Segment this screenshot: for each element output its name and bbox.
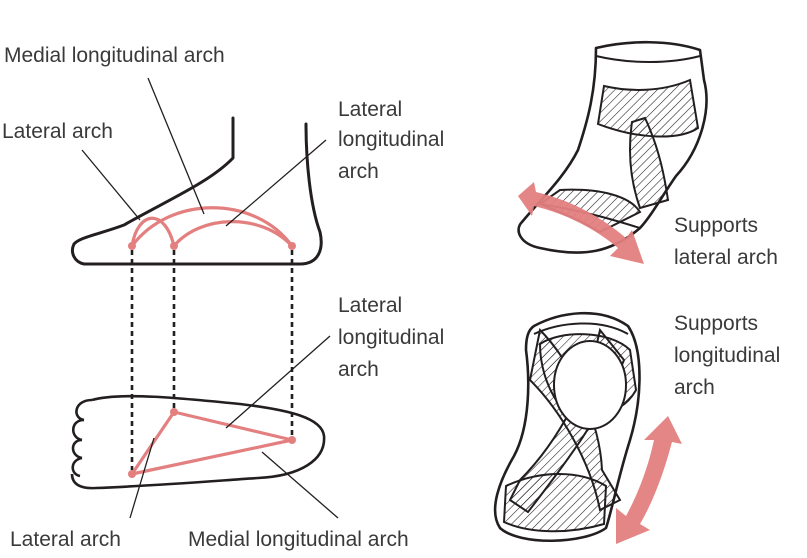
toe-2 [71, 418, 85, 442]
dotted-connectors [130, 250, 294, 470]
label-sole-lateral-arch: Lateral arch [10, 528, 121, 551]
foot-side-outline [70, 116, 323, 266]
foot-sole-view [70, 394, 326, 490]
label-sole-lateral-longitudinal-1: Lateral [338, 294, 402, 317]
side-medial-arch-curve [130, 206, 294, 248]
sock-sole-heel-window [553, 340, 627, 430]
sock-side-cuff-line [595, 55, 701, 63]
sock-side-hatch-band [629, 116, 670, 210]
label-sole-lateral-longitudinal-3: arch [338, 358, 379, 381]
label-sole-lateral-longitudinal-2: longitudinal [338, 326, 444, 349]
label-sock-top-supports-2: lateral arch [674, 246, 778, 269]
sock-top-double-arrow [518, 182, 644, 264]
label-sock-bottom-supports-1: Supports [674, 312, 758, 335]
label-sock-bottom-supports-3: arch [674, 376, 715, 399]
sock-sole-cuff-line [533, 322, 629, 335]
leader-lines [81, 77, 339, 519]
sole-arch-points [128, 408, 296, 478]
label-sock-bottom-supports-2: longitudinal [674, 344, 780, 367]
sole-arches [130, 410, 294, 476]
label-side-lateral-longitudinal-1: Lateral [338, 98, 402, 121]
sock-sole-view [493, 311, 641, 543]
sock-sole-toe-hatch [502, 473, 608, 533]
side-arch-points [128, 242, 296, 250]
sock-side-outline [517, 40, 708, 254]
foot-side-view [70, 116, 323, 266]
toe-4 [71, 456, 83, 478]
sock-bottom-double-arrow [616, 416, 682, 544]
labels: Medial longitudinal arch Lateral arch La… [2, 44, 780, 551]
side-arches [130, 206, 294, 248]
label-side-lateral-longitudinal-3: arch [338, 160, 379, 183]
double-arrow-longitudinal [616, 416, 682, 544]
label-side-medial-longitudinal: Medial longitudinal arch [4, 44, 225, 67]
label-side-lateral-arch: Lateral arch [2, 120, 113, 143]
toe-3 [71, 438, 83, 460]
toe-1 [75, 398, 93, 422]
sock-sole-outline [493, 311, 641, 543]
sole-arch-triangle [130, 410, 294, 476]
label-sole-medial-longitudinal: Medial longitudinal arch [188, 528, 409, 551]
sock-side-hatch-ankle [596, 78, 700, 138]
sock-side-view [517, 40, 708, 254]
foot-sole-outline [70, 394, 326, 490]
side-lateral-longitudinal-curve [172, 220, 294, 248]
label-sock-top-supports-1: Supports [674, 214, 758, 237]
side-lateral-arch-curve [130, 216, 176, 248]
label-side-lateral-longitudinal-2: longitudinal [338, 128, 444, 151]
double-arrow-lateral [518, 182, 644, 264]
